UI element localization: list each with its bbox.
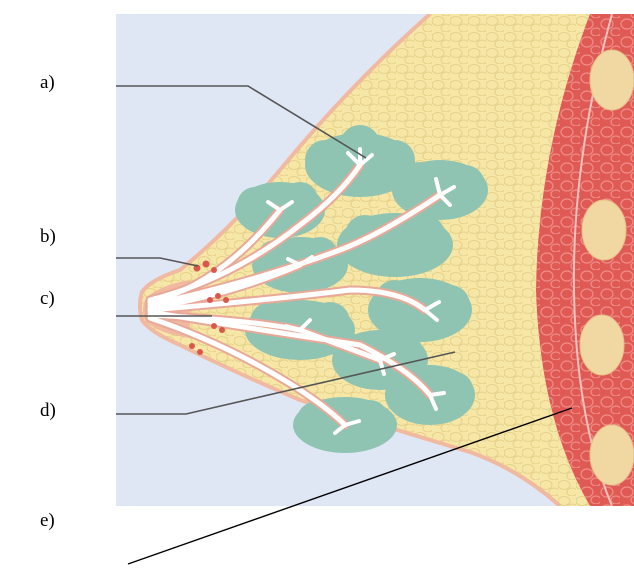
label-d: d) [40, 400, 56, 422]
rib [590, 50, 634, 110]
label-b: b) [40, 226, 56, 248]
label-a: a) [40, 72, 55, 94]
illustration [116, 14, 634, 506]
rib [580, 315, 624, 375]
rib [582, 200, 626, 260]
label-e: e) [40, 510, 55, 532]
label-c: c) [40, 288, 55, 310]
rib [590, 425, 634, 485]
